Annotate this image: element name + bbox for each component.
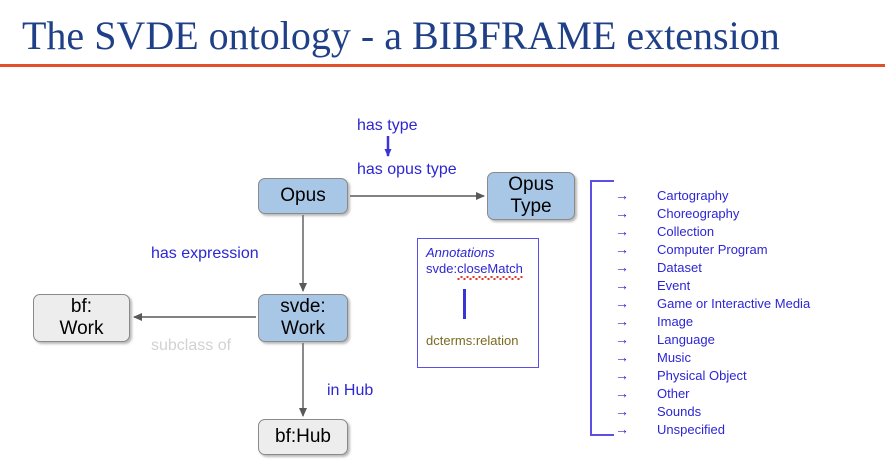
arrow-right-icon: → [615, 331, 629, 347]
list-item[interactable]: → Other [615, 384, 865, 402]
page-title: The SVDE ontology - a BIBFRAME extension [22, 13, 780, 58]
title-divider-rule [0, 64, 885, 67]
node-svde-work-line-1: svde: [280, 296, 326, 317]
opus-type-label: Collection [657, 224, 715, 239]
node-opus-type-line-1: Opus [508, 174, 554, 195]
node-svde-work-line-2: Work [281, 318, 325, 339]
node-opus-type-line-2: Type [510, 196, 552, 217]
opus-type-list-bracket [590, 180, 614, 436]
node-bf-work-line-2: Work [59, 318, 104, 339]
label-subclass-of: subclass of [151, 337, 232, 354]
opus-type-label: Event [657, 278, 691, 293]
list-item[interactable]: → Collection [615, 222, 865, 240]
node-bf-work[interactable]: bf: Work [33, 294, 130, 342]
list-item[interactable]: → Language [615, 330, 865, 348]
opus-type-label: Image [657, 314, 694, 329]
arrow-right-icon: → [615, 223, 629, 239]
list-item[interactable]: → Music [615, 348, 865, 366]
list-item[interactable]: → Physical Object [615, 366, 865, 384]
annotation-close-match-term: closeMatch [457, 261, 523, 280]
label-has-type: has type [357, 117, 418, 134]
opus-type-label: Physical Object [657, 368, 747, 383]
opus-type-label: Dataset [657, 260, 702, 275]
arrow-right-icon: → [615, 259, 629, 275]
opus-type-label: Other [657, 386, 690, 401]
node-opus-type[interactable]: Opus Type [487, 172, 575, 220]
opus-type-label: Computer Program [657, 242, 768, 257]
arrow-right-icon: → [615, 205, 629, 221]
node-opus-type-label: Opus Type [508, 174, 553, 218]
opus-type-label: Unspecified [657, 422, 725, 437]
list-item[interactable]: → Sounds [615, 402, 865, 420]
list-item[interactable]: → Game or Interactive Media [615, 294, 865, 312]
node-bf-work-line-1: bf: [70, 296, 93, 317]
opus-type-label: Game or Interactive Media [657, 296, 811, 311]
label-has-expression: has expression [151, 245, 259, 262]
list-item[interactable]: → Dataset [615, 258, 865, 276]
list-item[interactable]: → Computer Program [615, 240, 865, 258]
arrow-right-icon: → [615, 367, 629, 383]
node-bf-hub-label: bf:Hub [275, 426, 331, 447]
arrow-right-icon: → [615, 313, 629, 329]
annotation-close-match: svde:closeMatch [426, 261, 523, 277]
arrow-right-icon: → [615, 187, 629, 203]
arrow-right-icon: → [615, 349, 629, 365]
opus-type-label: Choreography [657, 206, 740, 221]
arrow-right-icon: → [615, 385, 629, 401]
list-item[interactable]: → Image [615, 312, 865, 330]
annotation-close-match-prefix: svde: [426, 261, 458, 276]
node-svde-work[interactable]: svde: Work [258, 294, 348, 342]
annotations-heading: Annotations [426, 245, 495, 260]
opus-type-label: Cartography [657, 188, 729, 203]
arrow-right-icon: → [615, 421, 629, 437]
label-in-hub: in Hub [327, 382, 374, 399]
arrow-right-icon: → [615, 295, 629, 311]
opus-type-list: → Cartography → Choreography → Collectio… [615, 186, 865, 438]
node-bf-work-label: bf: Work [60, 296, 104, 340]
node-opus[interactable]: Opus [258, 178, 348, 214]
annotation-divider-bar [463, 289, 466, 319]
opus-type-label: Sounds [657, 404, 702, 419]
node-svde-work-label: svde: Work [280, 296, 325, 340]
list-item[interactable]: → Unspecified [615, 420, 865, 438]
opus-type-label: Language [657, 332, 715, 347]
opus-type-label: Music [657, 350, 691, 365]
annotation-dcterms-relation: dcterms:relation [426, 333, 519, 348]
arrow-right-icon: → [615, 241, 629, 257]
arrow-right-icon: → [615, 403, 629, 419]
list-item[interactable]: → Choreography [615, 204, 865, 222]
arrow-right-icon: → [615, 277, 629, 293]
title-bar: The SVDE ontology - a BIBFRAME extension [0, 0, 885, 70]
annotations-panel: Annotations svde:closeMatch dcterms:rela… [417, 238, 539, 368]
node-opus-label: Opus [280, 185, 326, 206]
node-bf-hub[interactable]: bf:Hub [258, 419, 348, 455]
list-item[interactable]: → Event [615, 276, 865, 294]
label-has-opus-type: has opus type [357, 161, 457, 178]
list-item[interactable]: → Cartography [615, 186, 865, 204]
